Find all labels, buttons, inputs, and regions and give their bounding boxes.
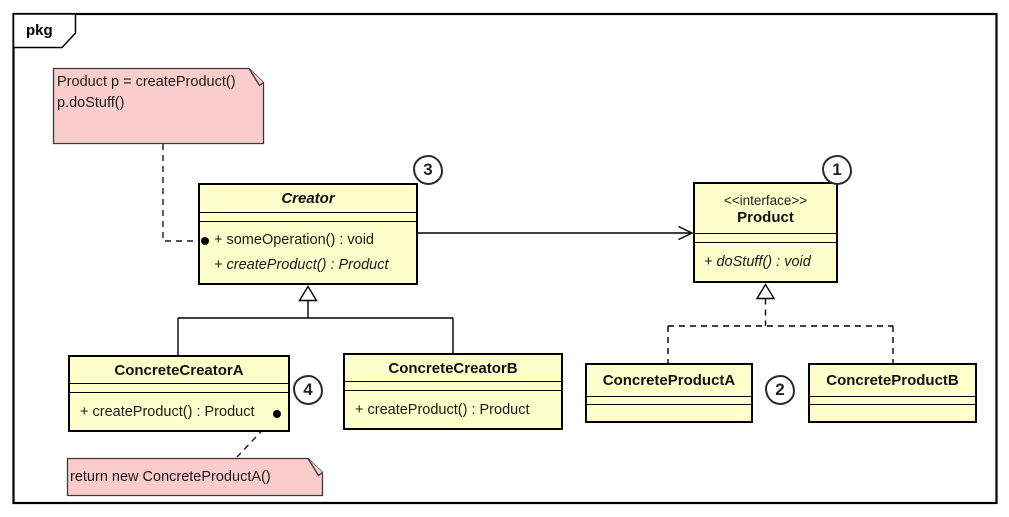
class-title: ConcreteProductA (587, 365, 751, 397)
operation: + doStuff() : void (704, 254, 811, 270)
open-arrowhead-icon (678, 225, 694, 241)
note-line: Product p = createProduct() (57, 74, 236, 90)
attributes-compartment (587, 397, 751, 405)
attributes-compartment (200, 213, 416, 222)
class-name: ConcreteProductA (602, 372, 736, 389)
note-anchor-dot (201, 237, 209, 245)
class-title: ConcreteProductB (810, 365, 975, 397)
note-line: return new ConcreteProductA() (70, 469, 271, 485)
class-name: ConcreteProductB (826, 372, 959, 389)
operations-compartment (587, 405, 751, 421)
realization-products (667, 283, 894, 364)
class-name: ConcreteCreatorB (388, 359, 518, 377)
attributes-compartment (695, 234, 836, 243)
hollow-triangle-icon (755, 283, 776, 300)
class-title: <<interface>> Product (695, 184, 836, 234)
note-fold-icon (307, 458, 323, 477)
class-name: Creator (281, 190, 335, 207)
note-connector-client-code (162, 144, 201, 242)
note-factory-impl: return new ConcreteProductA() (70, 467, 271, 488)
class-concrete-product-b: ConcreteProductB (808, 363, 977, 423)
stereotype-label: <<interface>> (723, 192, 808, 208)
class-concrete-creator-b: ConcreteCreatorB + createProduct() : Pro… (343, 353, 563, 430)
marker-4-concrete-creators: 4 (293, 375, 323, 405)
operations-compartment: + someOperation() : void + createProduct… (200, 222, 416, 283)
attributes-compartment (345, 382, 561, 391)
operation: + createProduct() : Product (80, 403, 255, 420)
attributes-compartment (810, 397, 975, 405)
operations-compartment: + doStuff() : void (695, 243, 836, 281)
association-creator-product (418, 225, 694, 241)
marker-2-concrete-products: 2 (765, 375, 795, 405)
class-creator: Creator + someOperation() : void + creat… (198, 183, 418, 285)
class-title: ConcreteCreatorB (345, 355, 561, 382)
note-client-code: Product p = createProduct() p.doStuff() (57, 72, 236, 114)
note-line: p.doStuff() (57, 95, 125, 111)
class-title: ConcreteCreatorA (70, 357, 288, 384)
attributes-compartment (70, 384, 288, 393)
operations-compartment (810, 405, 975, 421)
operation: + createProduct() : Product (214, 257, 389, 274)
operations-compartment: + createProduct() : Product (345, 391, 561, 428)
class-concrete-product-a: ConcreteProductA (585, 363, 753, 423)
note-anchor-dot (273, 410, 281, 418)
marker-1-product: 1 (822, 155, 852, 185)
class-name: ConcreteCreatorA (114, 361, 244, 379)
hollow-triangle-icon (298, 285, 318, 302)
class-name: Product (737, 208, 794, 226)
package-tab-label: pkg (26, 22, 53, 39)
class-concrete-creator-a: ConcreteCreatorA + createProduct() : Pro… (68, 355, 290, 432)
class-title: Creator (200, 185, 416, 213)
operation: + createProduct() : Product (355, 401, 530, 418)
operation: + someOperation() : void (214, 231, 374, 248)
operations-compartment: + createProduct() : Product (70, 393, 288, 430)
note-fold-icon (248, 68, 264, 87)
class-product: <<interface>> Product + doStuff() : void (693, 182, 838, 283)
marker-3-creator: 3 (413, 155, 443, 185)
generalization-creators (177, 285, 454, 356)
